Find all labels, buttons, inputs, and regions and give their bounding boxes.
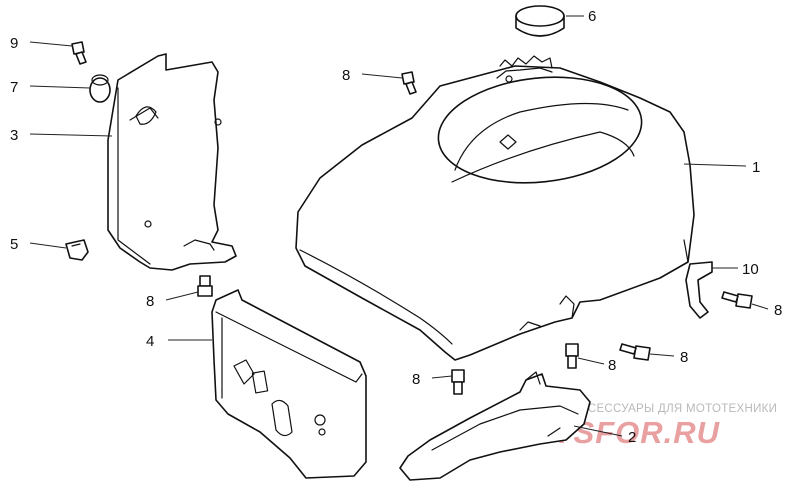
callout-9: 9 [10,35,18,52]
bolt-part-8-e [565,343,579,369]
bolt-part-8-b [197,275,213,297]
callout-1: 1 [752,159,760,176]
leader-lines [29,15,769,437]
grommet-part-7 [89,74,111,103]
callout-3: 3 [10,127,18,144]
callout-8-d: 8 [680,349,688,366]
callout-8-a: 8 [342,67,350,84]
cap-part-6 [515,5,565,37]
callout-7: 7 [10,79,18,96]
callout-8-e: 8 [608,357,616,374]
bolt-part-8-c [721,291,753,309]
callout-2: 2 [628,429,636,446]
bolt-part-8-f [451,369,465,395]
callout-8-c: 8 [774,302,782,319]
callout-8-b: 8 [146,293,154,310]
clip-part-10 [685,261,713,319]
callout-8-f: 8 [412,371,420,388]
clip-part-5 [65,239,89,261]
bolt-part-9 [71,41,87,65]
callout-4: 4 [146,333,154,350]
fan-shroud-part-1 [295,55,695,361]
bolt-part-8-d [619,343,651,361]
bracket-part-2 [399,371,591,481]
callout-6: 6 [588,8,596,25]
cover-plate-part-4 [211,289,367,479]
callout-10: 10 [742,261,759,278]
callout-numbers: 6 1 9 7 3 5 8 8 4 10 8 8 8 8 2 [10,8,782,446]
bolt-part-8-a [401,71,417,95]
side-shroud-part-3 [107,53,237,271]
callout-5: 5 [10,236,18,253]
